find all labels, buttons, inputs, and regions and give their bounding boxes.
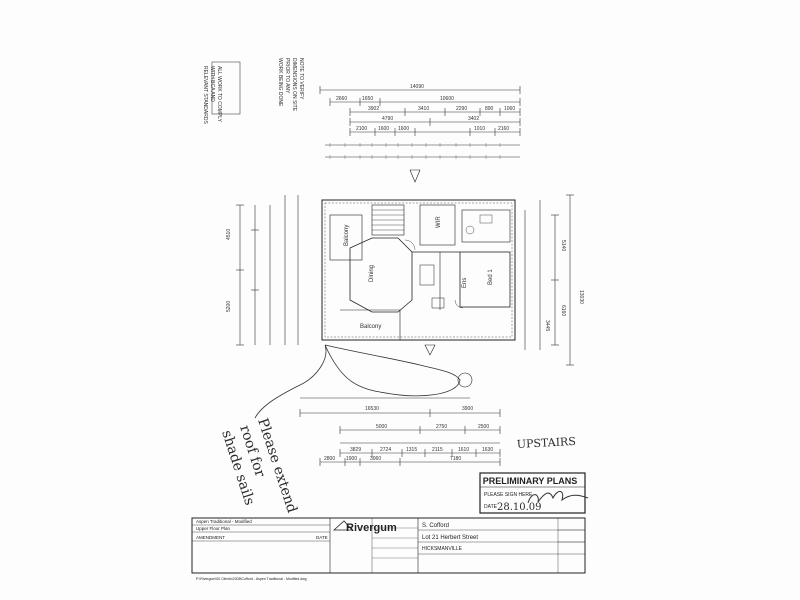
dim-bottom-c-1: 3829 bbox=[350, 447, 361, 453]
dim-bottom-c-4: 2115 bbox=[432, 447, 443, 453]
dim-bottom-a-1: 16530 bbox=[365, 406, 379, 412]
dim-top-d-1: 2100 bbox=[356, 126, 367, 132]
dim-top-d-5: 2160 bbox=[498, 126, 509, 132]
title-date-col: DATE bbox=[316, 535, 328, 540]
dim-right-2: 5140 bbox=[560, 240, 566, 251]
dim-right-4: 3445 bbox=[544, 320, 550, 331]
title-floor: Upper Floor Plan bbox=[196, 526, 231, 531]
stamp-sign-label: PLEASE SIGN HERE bbox=[484, 492, 533, 498]
title-project: Aspen Traditional - Modified bbox=[196, 519, 252, 524]
svg-text:RELEVANT STANDARDS: RELEVANT STANDARDS bbox=[202, 66, 208, 124]
rivergum-logo-mark bbox=[332, 520, 353, 531]
dim-right-1: 13030 bbox=[578, 290, 584, 304]
dim-top-b-2: 3410 bbox=[418, 106, 429, 112]
dim-right-3: 6160 bbox=[560, 305, 566, 316]
dim-bottom-b-1: 5000 bbox=[376, 424, 387, 430]
dim-bottom-c-5: 1610 bbox=[458, 447, 469, 453]
dim-left-2: 5200 bbox=[226, 301, 232, 312]
dim-top-b-1: 3902 bbox=[368, 106, 379, 112]
room-label-balcony-top: Balcony bbox=[344, 225, 350, 246]
dim-bottom-d-2: 1900 bbox=[346, 456, 357, 462]
room-label-dining: Dining bbox=[369, 265, 375, 282]
stamp-handwritten-date: 28.10.09 bbox=[497, 502, 542, 513]
dim-top-b-4: 890 bbox=[485, 106, 494, 112]
dim-bottom-c-2: 2724 bbox=[380, 447, 391, 453]
dim-bottom-a-2: 3900 bbox=[462, 406, 473, 412]
preliminary-plans-stamp: PRELIMINARY PLANS PLEASE SIGN HERE DATE … bbox=[479, 472, 589, 514]
dim-top-a-3: 10600 bbox=[440, 96, 454, 102]
svg-text:ALL WORK TO COMPLY: ALL WORK TO COMPLY bbox=[216, 66, 222, 123]
rotated-side-note: NOTE TO VERIFY DIMENSIONS ON SITE PRIOR … bbox=[277, 58, 304, 112]
dim-bottom-b-2: 2750 bbox=[436, 424, 447, 430]
room-label-ens: Ens bbox=[462, 278, 468, 288]
dim-top-d-2: 1600 bbox=[378, 126, 389, 132]
stamp-date-label: DATE bbox=[484, 504, 498, 510]
dim-bottom-b-3: 2500 bbox=[478, 424, 489, 430]
room-label-balcony: Balcony bbox=[360, 324, 381, 330]
svg-text:NOTE TO VERIFY: NOTE TO VERIFY bbox=[298, 58, 304, 100]
file-path-footer: P:\Rivergum\00 Clients\2008\Cofford - As… bbox=[196, 577, 307, 581]
dim-bottom-d-1: 2800 bbox=[324, 456, 335, 462]
handwritten-upstairs: UPSTAIRS bbox=[516, 435, 576, 451]
dim-top-d-3: 1600 bbox=[398, 126, 409, 132]
svg-text:WORK BEING DONE: WORK BEING DONE bbox=[277, 58, 283, 107]
dim-top-c-2: 3402 bbox=[468, 116, 479, 122]
signature bbox=[527, 491, 589, 504]
title-amendment: AMENDMENT bbox=[196, 535, 225, 540]
stamp-title: PRELIMINARY PLANS bbox=[483, 476, 578, 486]
svg-text:DIMENSIONS ON SITE: DIMENSIONS ON SITE bbox=[291, 58, 297, 112]
dim-bottom-c-3: 1315 bbox=[406, 447, 417, 453]
floor-outline bbox=[321, 169, 516, 388]
dim-left-1: 4510 bbox=[226, 229, 232, 240]
room-label-bed: Bed 1 bbox=[488, 269, 494, 285]
dim-top-b-3: 2290 bbox=[456, 106, 467, 112]
room-label-wir: WIR bbox=[436, 216, 442, 228]
dim-top-d-4: 1010 bbox=[474, 126, 485, 132]
dim-top-a-1: 2660 bbox=[336, 96, 347, 102]
suburb: HICKSMANVILLE bbox=[422, 546, 463, 552]
client-name: S. Cofford bbox=[422, 523, 449, 529]
svg-text:PRIOR TO ANY: PRIOR TO ANY bbox=[284, 58, 290, 94]
dim-top-b-5: 1060 bbox=[504, 106, 515, 112]
dim-bottom-d-3: 3060 bbox=[370, 456, 381, 462]
handdrawn-roof-outline bbox=[254, 344, 461, 419]
site-address: Lot 21 Herbert Street bbox=[422, 535, 478, 541]
title-block bbox=[191, 517, 586, 574]
dim-top-a-2: 1650 bbox=[362, 96, 373, 102]
dim-overall-top: 14090 bbox=[410, 84, 424, 90]
dim-bottom-d-4: 7180 bbox=[450, 456, 461, 462]
dim-top-c-1: 4790 bbox=[382, 116, 393, 122]
brand-name: Rivergum bbox=[346, 522, 397, 534]
dim-bottom-c-6: 1630 bbox=[482, 447, 493, 453]
